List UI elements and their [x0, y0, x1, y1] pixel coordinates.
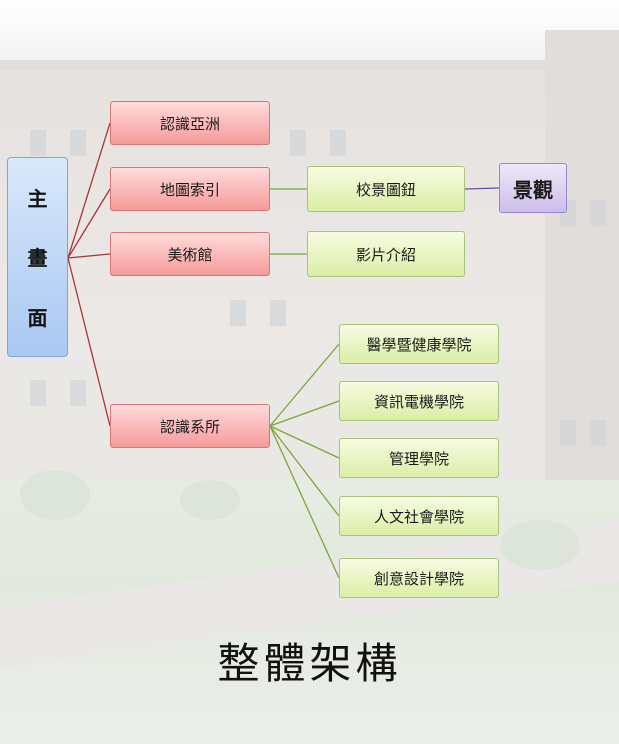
node-label: 認識亞洲 — [159, 114, 220, 133]
node-landscape: 景觀 — [499, 163, 567, 213]
root-char-1: 主 — [27, 187, 48, 212]
node-label: 醫學暨健康學院 — [366, 335, 472, 354]
node-dept-medicine-health: 醫學暨健康學院 — [339, 324, 499, 364]
node-label: 資訊電機學院 — [373, 392, 464, 411]
node-dept-management: 管理學院 — [339, 438, 499, 478]
node-map-index: 地圖索引 — [110, 167, 270, 211]
root-char-2: 畫 — [27, 246, 48, 271]
node-museum: 美術館 — [110, 232, 270, 276]
node-label: 景觀 — [513, 177, 553, 202]
node-label: 校景圖鈕 — [355, 180, 416, 199]
node-dept-info-electrical: 資訊電機學院 — [339, 381, 499, 421]
node-dept-creative-design: 創意設計學院 — [339, 558, 499, 598]
root-node-main-screen: 主 畫 面 — [7, 157, 68, 357]
node-label: 地圖索引 — [159, 180, 220, 199]
node-know-departments: 認識系所 — [110, 404, 270, 448]
root-char-3: 面 — [27, 305, 48, 330]
node-know-asia: 認識亞洲 — [110, 101, 270, 145]
node-dept-humanities-social: 人文社會學院 — [339, 496, 499, 536]
node-video-intro: 影片介紹 — [307, 231, 465, 277]
diagram-title: 整體架構 — [217, 639, 402, 688]
node-campus-scene-button: 校景圖鈕 — [307, 166, 465, 212]
node-label: 影片介紹 — [355, 245, 416, 264]
node-label: 認識系所 — [159, 417, 220, 436]
node-label: 管理學院 — [388, 449, 449, 468]
node-label: 創意設計學院 — [373, 569, 464, 588]
node-label: 人文社會學院 — [373, 507, 464, 526]
node-label: 美術館 — [167, 245, 213, 264]
